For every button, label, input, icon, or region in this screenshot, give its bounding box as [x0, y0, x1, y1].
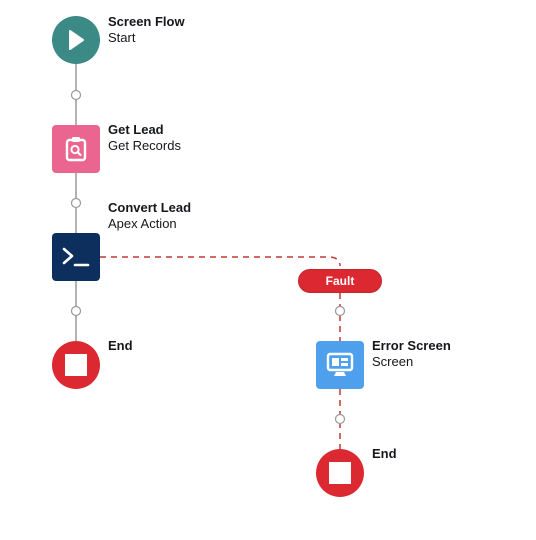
fault-add-handles	[334, 305, 346, 425]
monitor-icon	[326, 352, 354, 376]
add-element-handle[interactable]	[70, 305, 82, 317]
fault-badge[interactable]: Fault	[298, 269, 382, 293]
error-screen-node[interactable]	[316, 341, 364, 389]
fault-end-node[interactable]	[316, 449, 364, 497]
play-icon	[69, 30, 84, 50]
node-title: Get Lead	[108, 122, 164, 137]
add-element-handle[interactable]	[70, 89, 82, 101]
get-lead-node[interactable]	[52, 125, 100, 173]
main-add-handles	[70, 89, 82, 317]
convert-lead-node[interactable]	[52, 233, 100, 281]
add-element-handle[interactable]	[334, 305, 346, 317]
node-subtitle: Start	[108, 30, 136, 45]
node-title: Convert Lead	[108, 200, 192, 215]
node-title: Screen Flow	[108, 14, 185, 29]
end-node-label: End	[108, 338, 133, 354]
node-subtitle: Get Records	[108, 138, 181, 153]
terminal-prompt-icon	[62, 247, 90, 267]
node-title: End	[108, 338, 133, 353]
get-lead-node-label: Get Lead Get Records	[108, 122, 181, 154]
fault-end-node-label: End	[372, 446, 397, 462]
convert-lead-node-label: Convert Lead Apex Action	[108, 200, 191, 232]
fault-connector-horizontal	[100, 256, 341, 267]
fault-connectors	[100, 256, 341, 449]
clipboard-search-icon	[65, 137, 87, 162]
add-element-handle[interactable]	[334, 413, 346, 425]
node-title: End	[372, 446, 397, 461]
start-node-label: Screen Flow Start	[108, 14, 185, 46]
stop-icon	[329, 462, 351, 484]
node-subtitle: Apex Action	[108, 216, 177, 231]
node-title: Error Screen	[372, 338, 451, 353]
node-subtitle: Screen	[372, 354, 414, 369]
end-node[interactable]	[52, 341, 100, 389]
stop-icon	[65, 354, 87, 376]
error-screen-node-label: Error Screen Screen	[372, 338, 451, 370]
add-element-handle[interactable]	[70, 197, 82, 209]
start-node[interactable]	[52, 16, 100, 64]
